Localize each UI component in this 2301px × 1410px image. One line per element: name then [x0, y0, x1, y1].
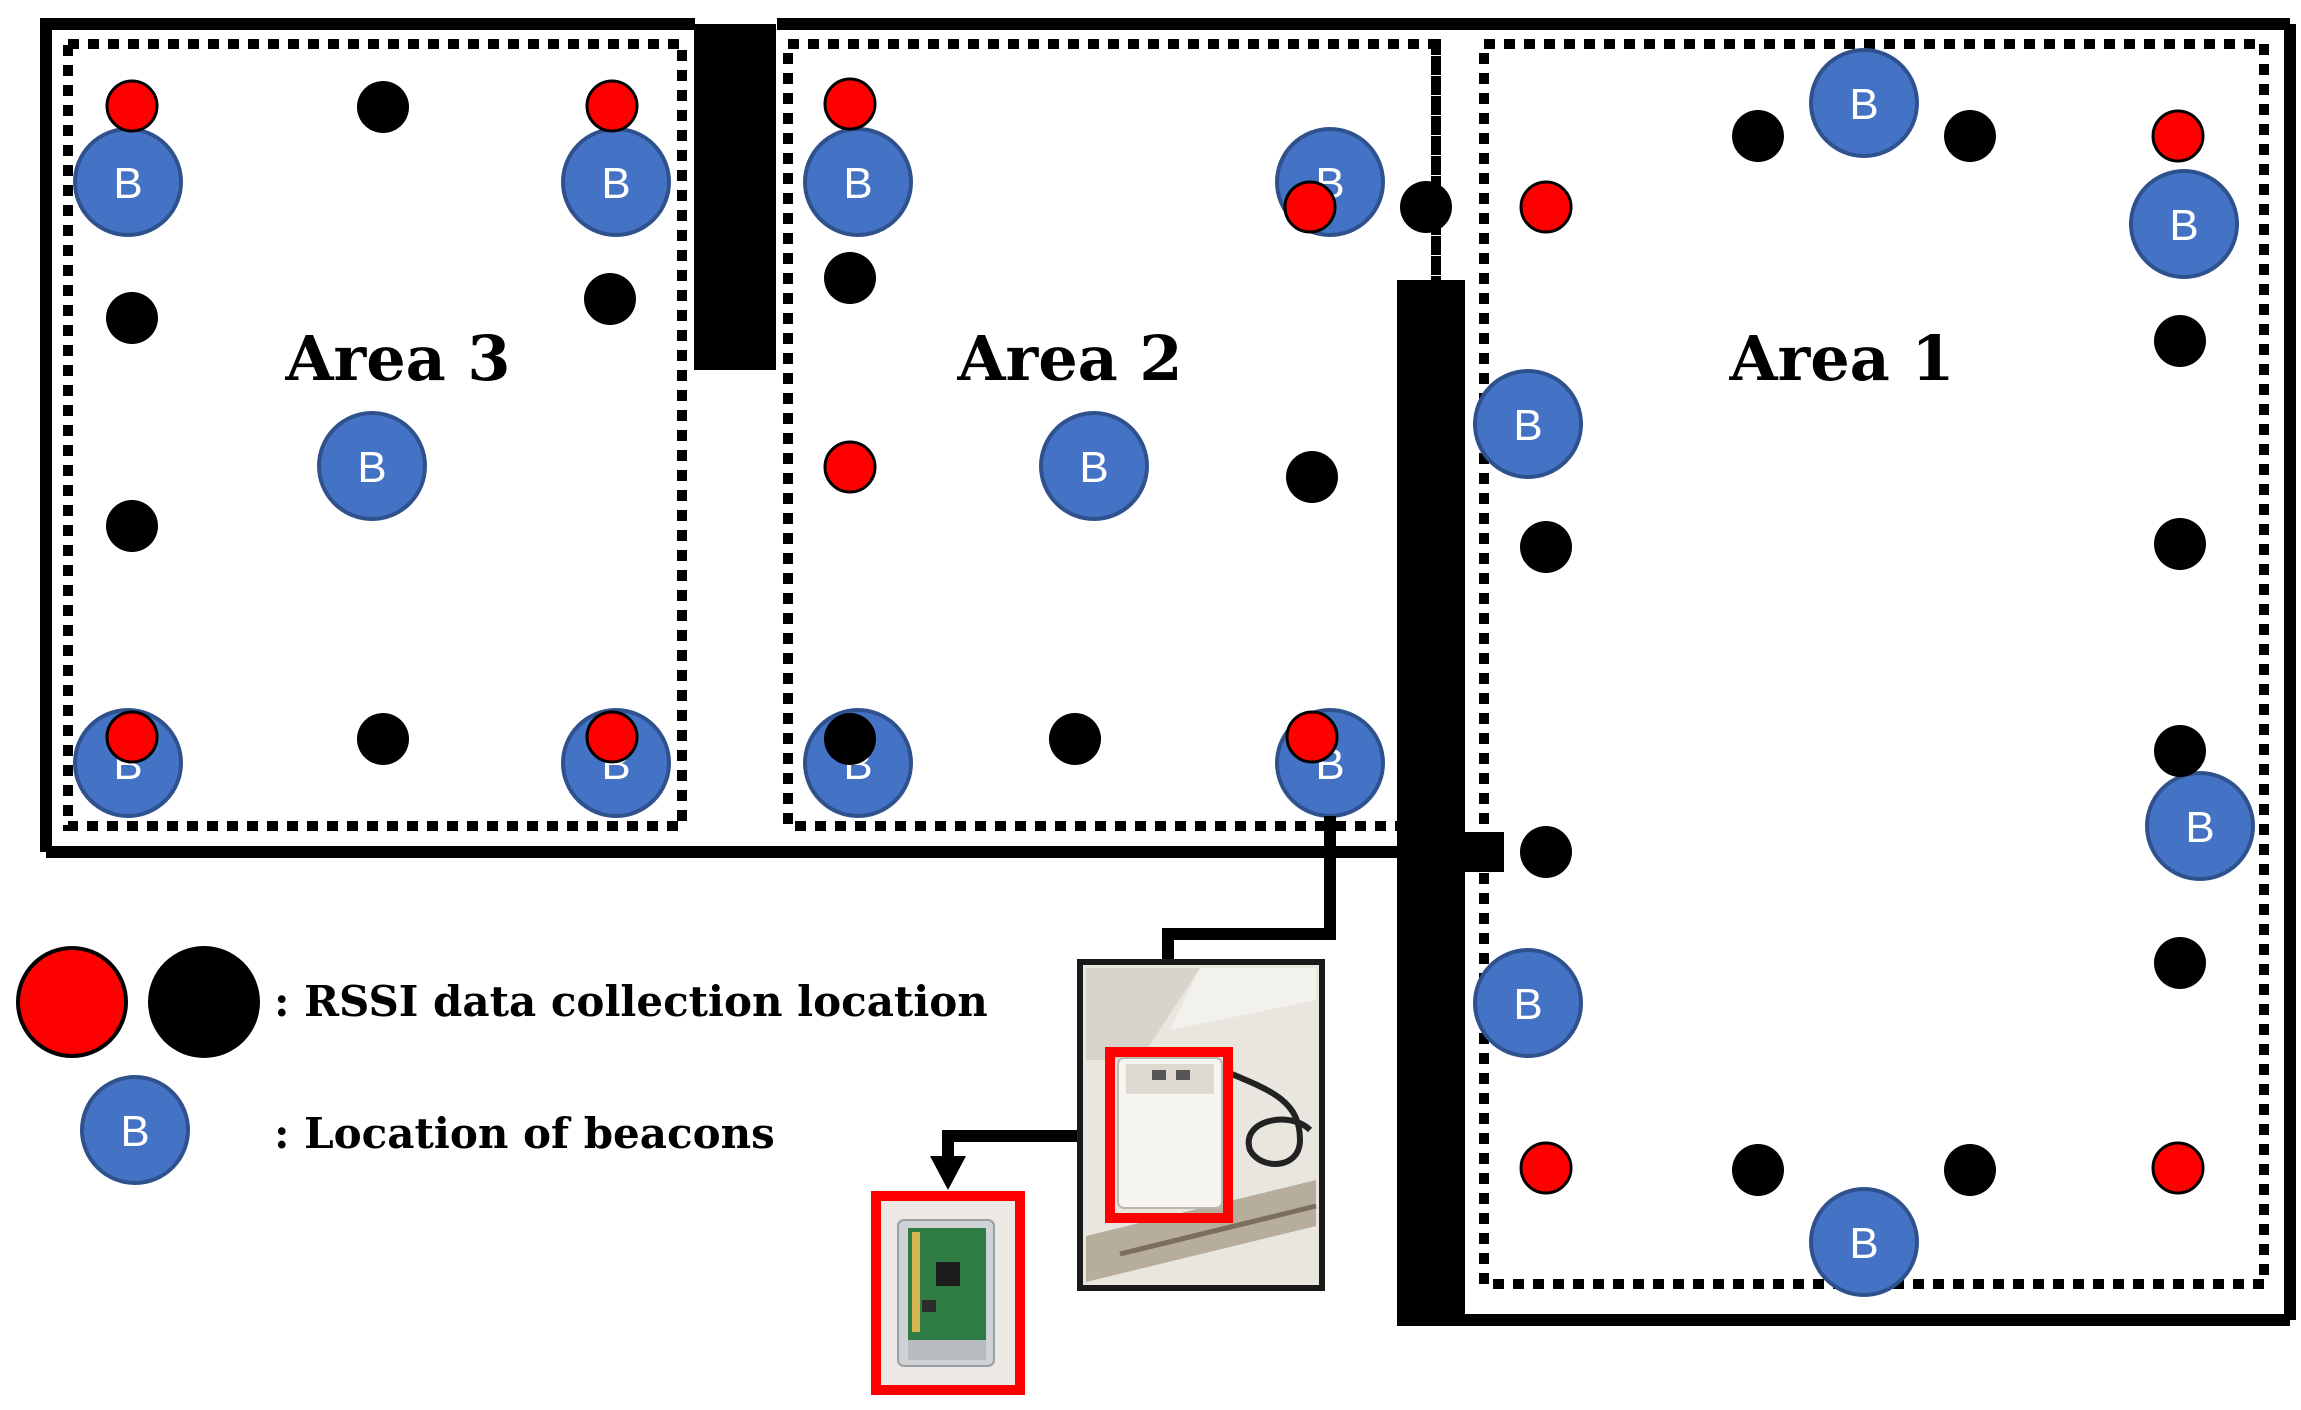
beacon-letter: B: [601, 159, 630, 208]
rssi-point-black: [2154, 937, 2206, 989]
pillar-between-area3-area2: [694, 24, 776, 370]
rssi-point-black: [2154, 315, 2206, 367]
beacon-letter: B: [357, 443, 386, 492]
beacon: [1473, 948, 1583, 1058]
rssi-points-black: [106, 81, 2206, 1196]
rssi-point-black: [1400, 181, 1452, 233]
board-photo: [871, 1191, 1025, 1395]
legend-rssi-label: : RSSI data collection location: [274, 977, 988, 1026]
board-pcb: [908, 1228, 986, 1346]
rssi-point-black: [1732, 110, 1784, 162]
rssi-point-red: [1285, 710, 1339, 764]
rssi-point-black: [1520, 521, 1572, 573]
rssi-point-red: [105, 79, 159, 133]
beacon-letter: B: [2185, 803, 2214, 852]
receiver-photo-rail: [1086, 1180, 1316, 1282]
receiver-photo-cable: [1220, 1067, 1313, 1167]
rssi-point-red: [823, 77, 877, 131]
beacon: [2145, 771, 2255, 881]
rssi-point-red: [823, 440, 877, 494]
rssi-point-black: [2154, 725, 2206, 777]
beacon: [317, 411, 427, 521]
receiver-highlight-box: [1105, 1047, 1233, 1223]
rssi-point-red: [105, 710, 159, 764]
rssi-point-red: [1283, 180, 1337, 234]
beacon-letter: B: [1513, 980, 1542, 1029]
rssi-point-red: [585, 79, 639, 133]
rssi-point-black: [1049, 713, 1101, 765]
board-arrowhead: [930, 1156, 966, 1190]
rssi-point-black: [584, 273, 636, 325]
rssi-point-black: [1520, 826, 1572, 878]
walls: [40, 18, 2296, 1326]
legend-black-point-icon: [148, 946, 260, 1058]
area2-boundary: [783, 39, 1441, 831]
receiver-photo: [1077, 959, 1325, 1291]
rssi-point-black: [1944, 110, 1996, 162]
board-connector-line: [942, 1130, 1116, 1158]
beacon: [2129, 169, 2239, 279]
wall-top-left: [40, 18, 695, 852]
beacon-letter: B: [1079, 443, 1108, 492]
rssi-point-black: [1732, 1144, 1784, 1196]
beacon-letter: B: [1849, 80, 1878, 129]
beacon: [1809, 48, 1919, 158]
rssi-point-black: [2154, 518, 2206, 570]
beacon-letter: B: [1513, 401, 1542, 450]
rssi-point-black: [824, 252, 876, 304]
board-chip-small: [922, 1300, 936, 1312]
rssi-point-red: [2151, 109, 2205, 163]
rssi-point-black: [1944, 1144, 1996, 1196]
rssi-points-red: [105, 77, 2205, 1195]
rssi-point-red: [2151, 1141, 2205, 1195]
rssi-point-black: [106, 500, 158, 552]
beacon: [1809, 1187, 1919, 1297]
rssi-point-black: [106, 292, 158, 344]
rssi-point-black: [1286, 451, 1338, 503]
rssi-point-black: [357, 713, 409, 765]
legend-red-point-icon: [16, 946, 128, 1058]
receiver-device-top: [1126, 1064, 1214, 1094]
board-chip: [936, 1262, 960, 1286]
rssi-point-red: [585, 710, 639, 764]
area1-label: Area 1: [1728, 322, 1954, 395]
rssi-point-black: [824, 713, 876, 765]
legend-beacon-icon: [80, 1075, 190, 1185]
beacon: [1473, 369, 1583, 479]
board-highlight-box: [871, 1191, 1025, 1395]
beacon: [1039, 411, 1149, 521]
beacon-letter: B: [843, 159, 872, 208]
rssi-point-black: [357, 81, 409, 133]
beacon-letter: B: [1849, 1219, 1878, 1268]
area2-label: Area 2: [956, 322, 1182, 395]
area3-boundary: [63, 39, 687, 831]
receiver-photo-rail-line: [1119, 1203, 1317, 1257]
receiver-photo-wall: [1086, 968, 1200, 1060]
receiver-photo-wall-edge: [1170, 968, 1316, 1030]
legend: : RSSI data collection location : Locati…: [16, 946, 988, 1158]
board-connector-ports: [908, 1340, 986, 1360]
receiver-device-body: [1117, 1057, 1223, 1209]
receiver-device-port: [1152, 1070, 1166, 1080]
legend-beacon-label: : Location of beacons: [274, 1109, 775, 1158]
beacon-letter: B: [2169, 201, 2198, 250]
board-gpio-header: [912, 1232, 920, 1332]
beacon-letter: B: [113, 159, 142, 208]
legend-beacon-letter: B: [120, 1107, 149, 1156]
receiver-device-port: [1176, 1070, 1190, 1080]
area-boundaries: [63, 39, 2269, 1289]
rssi-point-red: [1519, 1141, 1573, 1195]
area3-label: Area 3: [284, 322, 510, 395]
rssi-point-red: [1519, 180, 1573, 234]
